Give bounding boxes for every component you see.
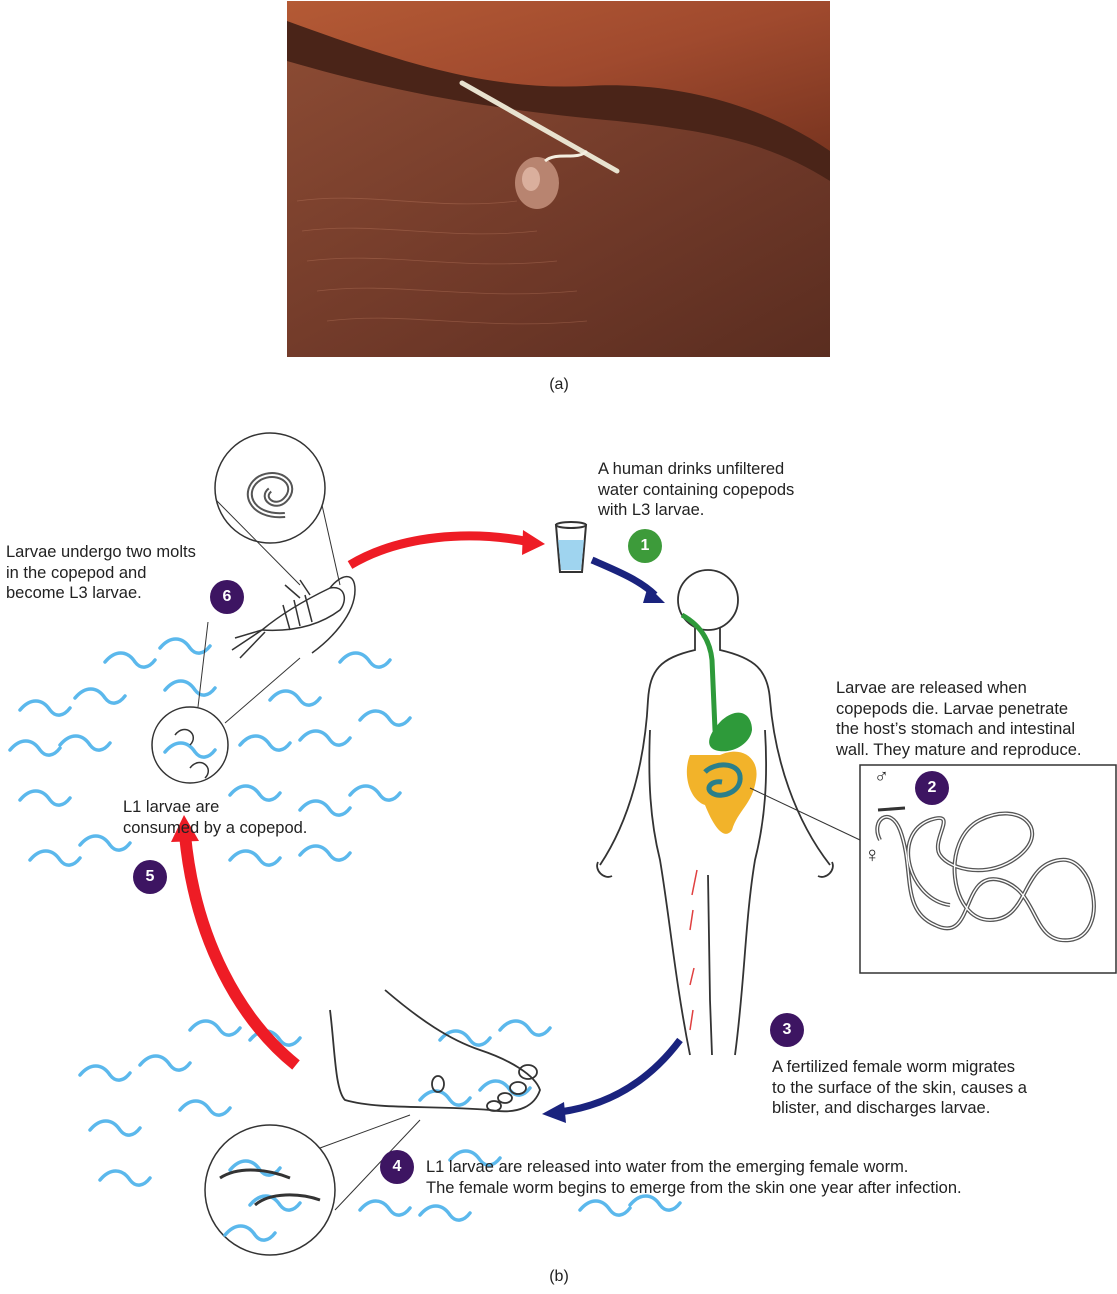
step-badge-5: 5 [133,860,167,894]
step-badge-2: 2 [915,771,949,805]
step-badge-6: 6 [210,580,244,614]
caption-b: (b) [549,1268,569,1285]
step-5-text: L1 larvae are consumed by a copepod. [123,798,308,837]
arrow-3-to-4 [559,1037,683,1116]
arrow-head-blue-bottom [542,1102,566,1123]
water-glass-icon [554,521,588,573]
worm-migration-trail [689,869,698,1031]
step-4-text: L1 larvae are released into water from t… [426,1158,962,1197]
copepod-icon [231,575,356,659]
female-symbol-icon: ♀ [864,842,881,867]
emerging-worm-magnifier-circle [204,1114,421,1256]
stomach [709,712,752,752]
guinea-worm-photo [287,1,830,357]
human-body-outline [596,569,834,1056]
arrow-head-blue-top [643,586,665,603]
step-badge-3: 3 [770,1013,804,1047]
foot-outline [329,989,541,1113]
caption-a: (a) [549,376,569,393]
arrow-head-red-left [171,815,199,842]
step-2-text: Larvae are released when copepods die. L… [836,679,1082,759]
step-badge-4: 4 [380,1150,414,1184]
arrow-6-to-1 [347,531,531,569]
life-cycle-diagram [8,432,1117,1256]
larva-magnifier-circle [214,432,341,586]
l1-larvae-magnifier-circle [151,621,301,784]
male-symbol-icon: ♂ [874,766,889,788]
arrow-4-to-5 [179,834,300,1070]
step-badge-1: 1 [628,529,662,563]
arrow-head-red-top [522,530,545,555]
adult-male-worm [877,806,906,812]
step-1-text: A human drinks unfiltered water containi… [598,460,795,519]
step-3-text: A fertilized female worm migrates to the… [772,1058,1027,1117]
step-6-text: Larvae undergo two molts in the copepod … [6,543,196,602]
small-intestine [703,762,743,798]
inset-pointer-line [749,787,861,841]
arrow-1-to-2 [590,556,658,598]
